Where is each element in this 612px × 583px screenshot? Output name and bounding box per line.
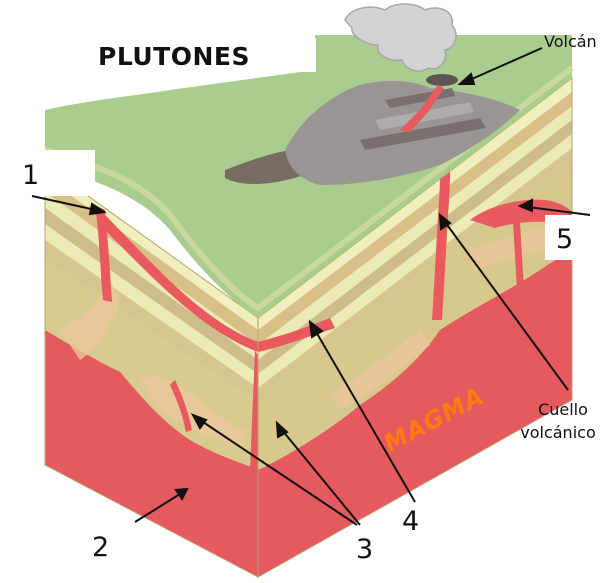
arrowhead-3b [275,420,289,439]
volcan-arrow [464,47,543,83]
arrowhead-2 [174,487,189,501]
label-3: 3 [356,534,374,565]
arrow-5 [527,206,591,216]
arrow-2 [134,493,181,523]
top-surface [44,3,574,318]
label-cuello-line1: Cuello [538,400,588,419]
arrowhead-3a [190,413,208,430]
arrowhead-4 [308,319,324,339]
arrow-1 [31,195,97,211]
annotation-arrows [31,47,591,526]
label-5: 5 [556,224,574,255]
cuello-arrow [444,221,569,391]
label-4: 4 [402,506,420,537]
arrow-4 [314,329,416,503]
label-2: 2 [92,532,110,563]
arrowhead-5 [517,198,533,213]
arrow-3a [199,419,358,526]
label-volcan: Volcán [544,32,597,51]
label-cuello-line2: volcánico [520,423,596,442]
label-1: 1 [22,160,40,191]
arrow-3b [281,429,361,526]
volcan-arrowhead [457,72,476,85]
arrowhead-1 [88,202,107,216]
cuello-arrowhead [438,212,452,231]
diagram-title: PLUTONES [98,42,250,71]
